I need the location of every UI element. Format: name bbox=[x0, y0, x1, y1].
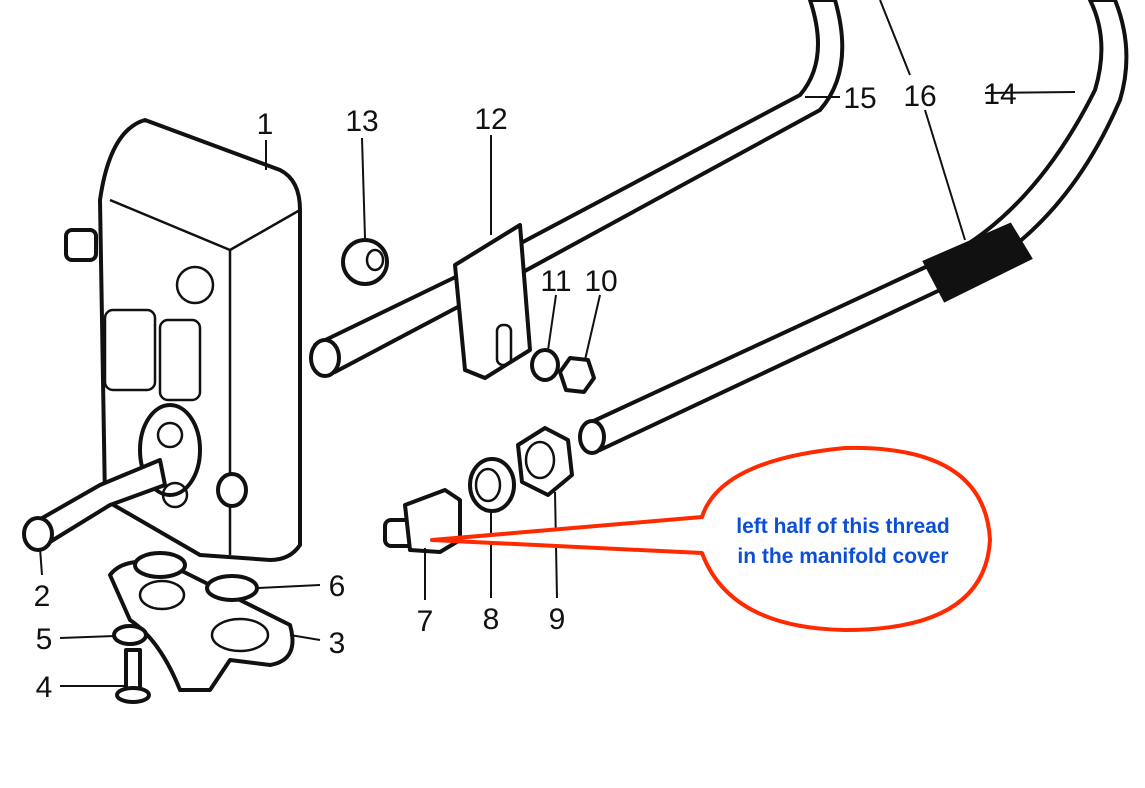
rubber-sleeve-16 bbox=[922, 222, 1033, 303]
washer-5 bbox=[112, 624, 148, 646]
label-8: 8 bbox=[483, 603, 500, 636]
flange-3 bbox=[108, 551, 295, 692]
washer-11 bbox=[530, 348, 560, 382]
nut-9 bbox=[516, 426, 574, 497]
label-14: 14 bbox=[983, 78, 1016, 111]
bolt-4 bbox=[115, 648, 151, 704]
label-3: 3 bbox=[329, 627, 346, 660]
clamp-12 bbox=[453, 223, 532, 380]
label-16: 16 bbox=[903, 80, 936, 113]
label-7: 7 bbox=[417, 605, 434, 638]
sleeve-8 bbox=[468, 457, 516, 513]
fitting-2 bbox=[22, 458, 167, 552]
label-13: 13 bbox=[345, 105, 378, 138]
label-10: 10 bbox=[584, 265, 617, 298]
tube-15 bbox=[309, 0, 845, 378]
callout-bubble: left half of this thread in the manifold… bbox=[430, 445, 992, 632]
tube-14 bbox=[578, 0, 1129, 455]
label-4: 4 bbox=[36, 671, 53, 704]
label-12: 12 bbox=[474, 103, 507, 136]
nut-10 bbox=[558, 356, 596, 394]
part-number-labels: 1 2 3 4 5 6 7 8 9 10 11 12 13 14 15 16 bbox=[34, 78, 1017, 704]
label-1: 1 bbox=[257, 108, 274, 141]
callout-line-2: in the manifold cover bbox=[737, 545, 948, 568]
callout-line-1: left half of this thread bbox=[736, 515, 950, 538]
label-6: 6 bbox=[329, 570, 346, 603]
label-11: 11 bbox=[540, 265, 571, 298]
label-15: 15 bbox=[843, 82, 876, 115]
label-5: 5 bbox=[36, 623, 53, 656]
label-2: 2 bbox=[34, 580, 51, 613]
label-9: 9 bbox=[549, 603, 566, 636]
grommet-13 bbox=[341, 238, 389, 286]
o-ring-6 bbox=[205, 574, 259, 602]
manifold-cover-1 bbox=[64, 118, 302, 562]
